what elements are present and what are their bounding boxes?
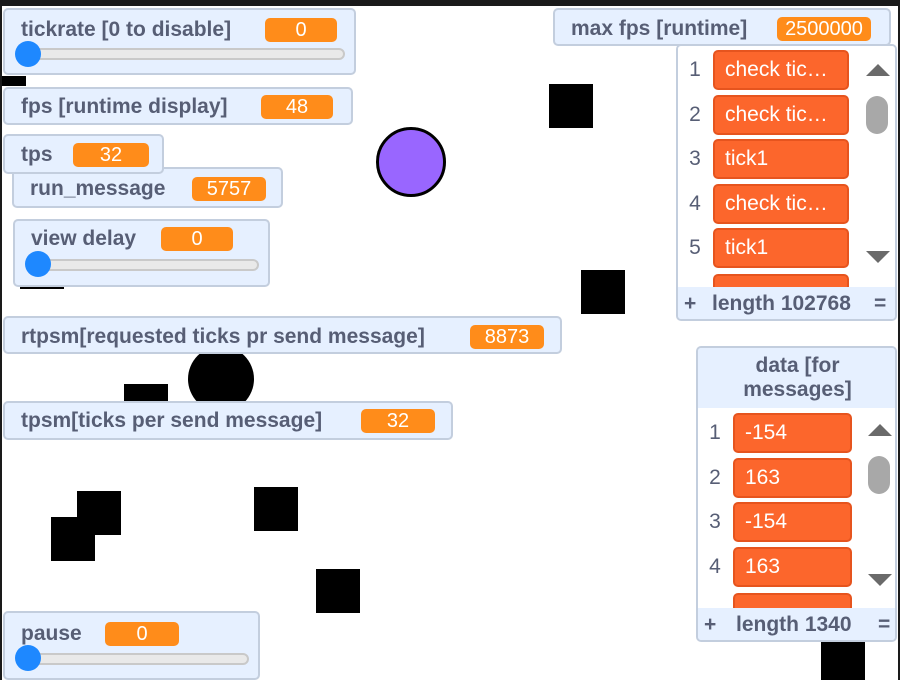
sprite-black-square[interactable] <box>581 270 625 314</box>
monitor-max-fps-value: 2500000 <box>777 17 871 41</box>
list-runtime-body[interactable]: 1 check tic… 2 check tic… 3 tick1 4 chec… <box>678 46 895 287</box>
monitor-max-fps[interactable]: max fps [runtime] 2500000 <box>553 8 891 46</box>
sprite-black-bar[interactable] <box>124 384 168 404</box>
list-item-value[interactable]: 163 <box>733 458 852 498</box>
monitor-rtpsm[interactable]: rtpsm[requested ticks pr send message] 8… <box>3 316 562 354</box>
list-item-index: 3 <box>689 147 701 170</box>
sprite-black-square[interactable] <box>51 517 95 561</box>
monitor-pause-label: pause <box>21 622 82 645</box>
list-item-index: 2 <box>709 466 721 489</box>
list-length-label: length 1340 <box>736 613 852 636</box>
list-add-button[interactable]: + <box>704 613 717 636</box>
scrollbar-thumb[interactable] <box>868 456 890 494</box>
sprite-purple-ball[interactable] <box>376 127 446 197</box>
scrollbar-thumb[interactable] <box>866 96 888 134</box>
monitor-fps-value: 48 <box>261 95 333 119</box>
list-runtime-footer: + length 102768 = <box>678 289 895 319</box>
monitor-fps[interactable]: fps [runtime display] 48 <box>3 87 353 125</box>
list-data-title: data [for messages] <box>698 348 895 408</box>
list-item-value[interactable]: check tic… <box>713 184 849 224</box>
list-monitor-data[interactable]: data [for messages] 1 -154 2 163 3 -154 … <box>696 346 897 642</box>
stage-left-border <box>0 6 2 680</box>
list-item-partial[interactable] <box>733 593 852 608</box>
monitor-tpsm-label: tpsm[ticks per send message] <box>21 409 323 432</box>
monitor-rtpsm-value: 8873 <box>470 325 544 349</box>
monitor-run-message-label: run_message <box>30 177 166 200</box>
list-item-index: 4 <box>709 555 721 578</box>
scroll-up-arrow-icon[interactable] <box>868 424 892 436</box>
monitor-run-message-value: 5757 <box>192 177 266 201</box>
list-length-label: length 102768 <box>712 292 851 315</box>
list-item[interactable]: 5 tick1 <box>678 228 895 268</box>
list-item-partial[interactable] <box>713 274 849 287</box>
list-item-index: 4 <box>689 192 701 215</box>
list-item-index: 3 <box>709 510 721 533</box>
sprite-black-sliver[interactable] <box>2 76 26 86</box>
monitor-tps-value: 32 <box>73 143 149 167</box>
monitor-rtpsm-label: rtpsm[requested ticks pr send message] <box>21 325 425 348</box>
list-data-body[interactable]: 1 -154 2 163 3 -154 4 163 <box>698 408 895 608</box>
list-item[interactable]: 1 -154 <box>698 413 895 453</box>
list-item[interactable]: 4 163 <box>698 547 895 587</box>
monitor-pause-value: 0 <box>105 622 179 646</box>
sprite-black-square[interactable] <box>549 84 593 128</box>
list-item-value[interactable]: tick1 <box>713 228 849 268</box>
monitor-view-delay-label: view delay <box>31 227 137 250</box>
pause-slider-knob[interactable] <box>15 645 41 671</box>
scroll-down-arrow-icon[interactable] <box>868 574 892 586</box>
stage-top-bar <box>0 0 900 6</box>
monitor-tpsm-value: 32 <box>361 409 435 433</box>
list-item-value[interactable]: -154 <box>733 413 852 453</box>
list-resize-handle[interactable]: = <box>874 292 887 315</box>
monitor-tps-label: tps <box>21 143 53 166</box>
monitor-tpsm[interactable]: tpsm[ticks per send message] 32 <box>3 401 453 440</box>
list-monitor-runtime[interactable]: 1 check tic… 2 check tic… 3 tick1 4 chec… <box>676 44 897 321</box>
list-item-value[interactable]: tick1 <box>713 139 849 179</box>
list-item[interactable]: 2 check tic… <box>678 95 895 135</box>
sprite-black-square[interactable] <box>316 569 360 613</box>
tickrate-slider-knob[interactable] <box>15 41 41 67</box>
sprite-black-line[interactable] <box>20 286 64 289</box>
monitor-tickrate[interactable]: tickrate [0 to disable] 0 <box>3 8 356 75</box>
monitor-fps-label: fps [runtime display] <box>21 95 228 118</box>
sprite-black-square[interactable] <box>821 642 865 680</box>
list-item[interactable]: 1 check tic… <box>678 50 895 90</box>
view-delay-slider-track[interactable] <box>27 259 259 271</box>
list-item[interactable]: 3 tick1 <box>678 139 895 179</box>
monitor-tickrate-value: 0 <box>265 18 337 42</box>
list-add-button[interactable]: + <box>684 292 697 315</box>
list-data-footer: + length 1340 = <box>698 610 895 640</box>
list-item[interactable]: 4 check tic… <box>678 184 895 224</box>
list-item-index: 2 <box>689 103 701 126</box>
list-resize-handle[interactable]: = <box>878 613 891 636</box>
list-item-value[interactable]: check tic… <box>713 95 849 135</box>
scroll-down-arrow-icon[interactable] <box>866 251 890 263</box>
monitor-tps[interactable]: tps 32 <box>3 134 164 174</box>
list-item-index: 5 <box>689 236 701 259</box>
list-item-index: 1 <box>709 421 721 444</box>
monitor-tickrate-label: tickrate [0 to disable] <box>21 18 232 41</box>
sprite-black-square[interactable] <box>254 487 298 531</box>
stage-right-border <box>898 6 900 680</box>
monitor-max-fps-label: max fps [runtime] <box>571 17 748 40</box>
list-item-index: 1 <box>689 58 701 81</box>
pause-slider-track[interactable] <box>17 653 249 665</box>
list-item-value[interactable]: 163 <box>733 547 852 587</box>
view-delay-slider-knob[interactable] <box>25 251 51 277</box>
monitor-view-delay-value: 0 <box>161 227 233 251</box>
scroll-up-arrow-icon[interactable] <box>866 64 890 76</box>
monitor-pause[interactable]: pause 0 <box>3 611 260 680</box>
monitor-view-delay[interactable]: view delay 0 <box>13 219 270 287</box>
list-item-value[interactable]: -154 <box>733 502 852 542</box>
list-item-value[interactable]: check tic… <box>713 50 849 90</box>
tickrate-slider-track[interactable] <box>17 48 345 60</box>
list-item[interactable]: 3 -154 <box>698 502 895 542</box>
list-item[interactable]: 2 163 <box>698 458 895 498</box>
